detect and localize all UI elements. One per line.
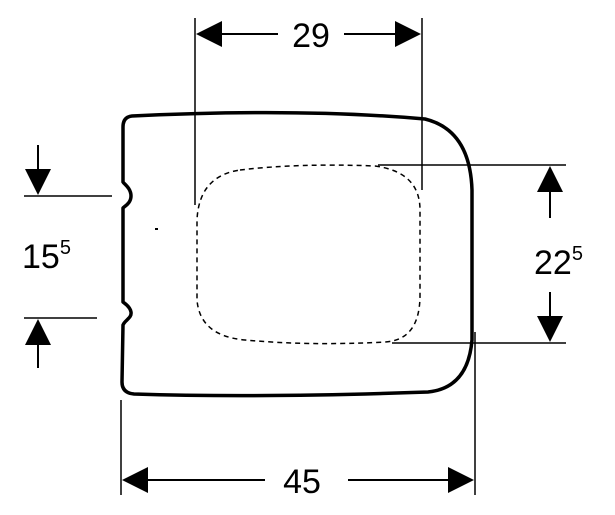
arrowhead-bottom-left: [122, 467, 148, 493]
dimension-label-bottom-width: 45: [283, 463, 321, 501]
arrowhead-right-down: [537, 316, 563, 342]
arrowhead-right-up: [537, 166, 563, 192]
dimension-value: 22: [534, 244, 572, 282]
dimension-value: 29: [292, 17, 330, 55]
seat-outline: [120, 110, 474, 398]
arrowhead-top-left: [196, 21, 222, 47]
arrowhead-left-up: [25, 319, 51, 345]
dimension-label-opening-height: 225: [534, 243, 583, 282]
speck-mark: [155, 228, 158, 230]
arrowhead-bottom-right: [448, 467, 474, 493]
dimension-superscript: 5: [60, 237, 71, 259]
dimension-superscript: 5: [572, 243, 583, 265]
arrowhead-left-down: [25, 169, 51, 195]
seat-opening-dashed: [196, 164, 421, 345]
arrowhead-top-right: [395, 21, 421, 47]
dimension-label-top-width: 29: [292, 17, 330, 55]
dimension-label-hinge-spacing: 155: [22, 237, 71, 276]
dimension-value: 45: [283, 463, 321, 501]
dimension-value: 15: [22, 238, 60, 276]
